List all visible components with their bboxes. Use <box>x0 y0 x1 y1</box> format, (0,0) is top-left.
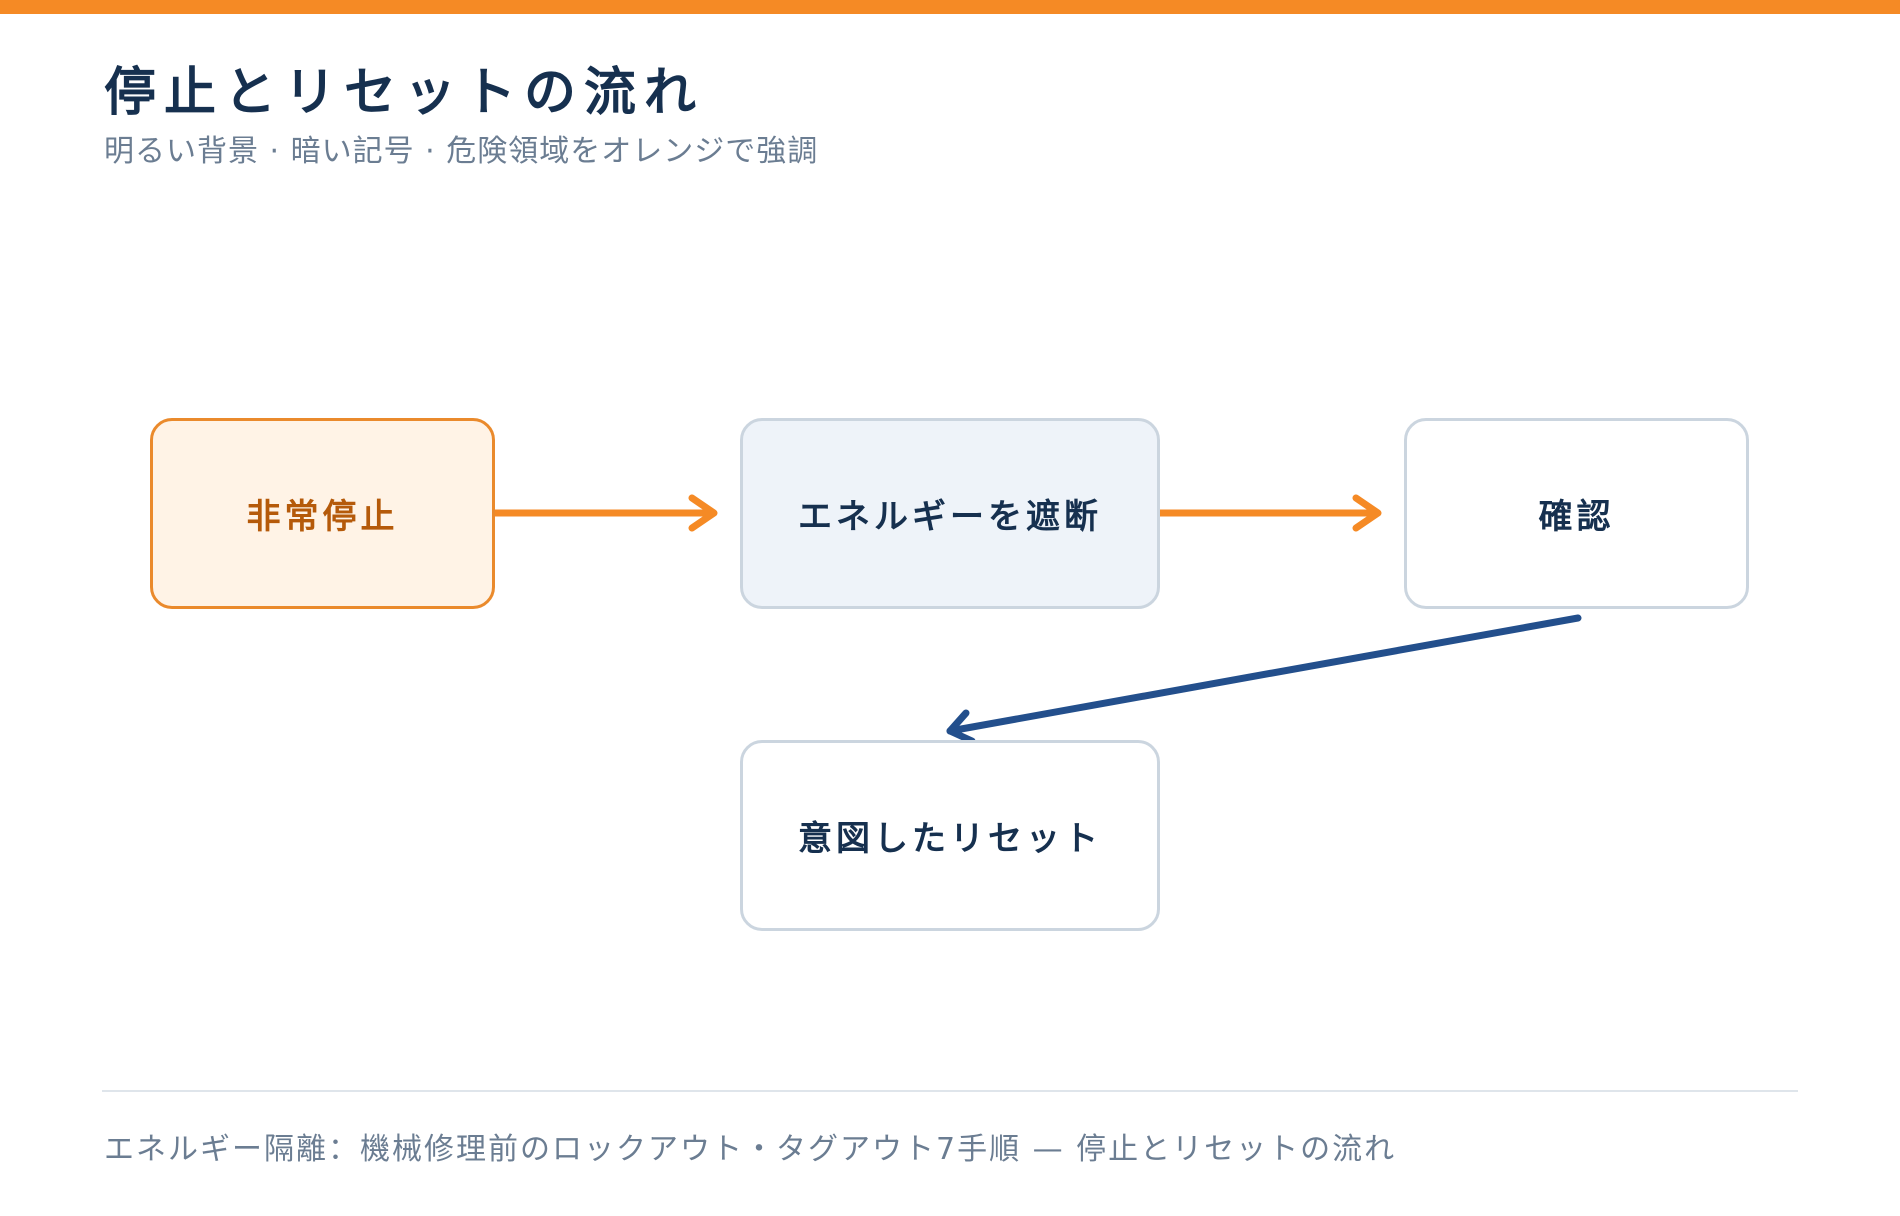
page-title: 停止とリセットの流れ <box>104 63 705 123</box>
edge-verify-to-intentional-reset <box>946 614 1582 745</box>
edge-emergency-stop-to-isolate-energy <box>488 494 718 532</box>
accent-top-bar <box>0 0 1900 14</box>
node-verify: 確認 <box>1404 418 1749 609</box>
node-label: エネルギーを遮断 <box>798 497 1102 537</box>
edge-isolate-energy-to-verify <box>1154 494 1382 532</box>
node-intentional-reset: 意図したリセット <box>740 740 1160 931</box>
node-emergency-stop: 非常停止 <box>150 418 495 609</box>
node-label: 非常停止 <box>246 497 399 537</box>
node-label: 意図したリセット <box>798 819 1102 859</box>
node-isolate-energy: エネルギーを遮断 <box>740 418 1160 609</box>
footer-divider <box>102 1090 1798 1092</box>
page-subtitle: 明るい背景 · 暗い記号 · 危険領域をオレンジで強調 <box>104 134 819 169</box>
footer-caption: エネルギー隔離：機械修理前のロックアウト・タグアウト7手順 — 停止とリセットの… <box>104 1132 1397 1167</box>
node-label: 確認 <box>1538 497 1615 537</box>
